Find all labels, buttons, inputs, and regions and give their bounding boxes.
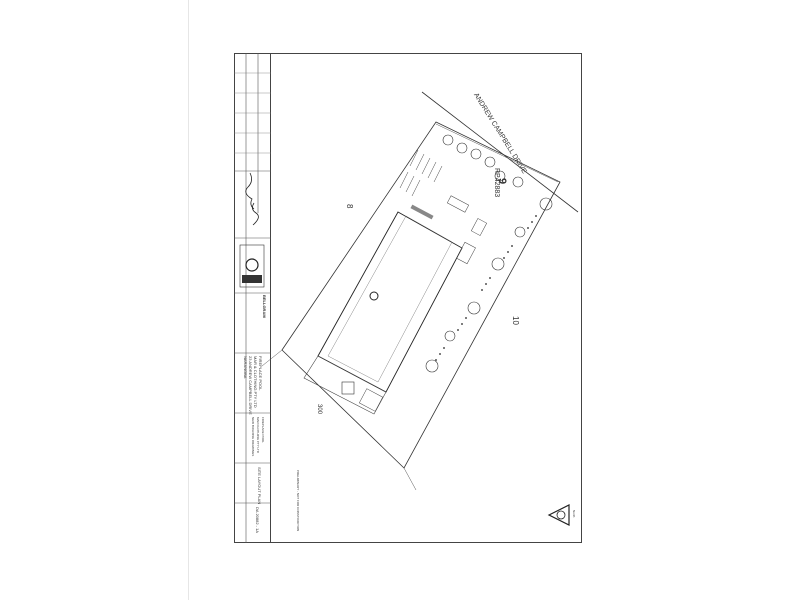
building-office [303, 355, 387, 415]
building-inner-line [327, 215, 453, 383]
parking-bays [399, 149, 443, 197]
page-edge [188, 0, 189, 600]
road-edge-line [421, 91, 579, 213]
frontage-trees [442, 134, 524, 188]
roller-door [410, 204, 434, 220]
tank [470, 218, 488, 236]
company-logo [239, 244, 265, 288]
plan-reference: RP42883 [493, 168, 500, 198]
rear-shed [358, 388, 384, 412]
road-kerb-line [435, 123, 559, 183]
title-block: BELLGRAM FIREPLACE POOL MAR & CLOTHING P… [234, 53, 271, 543]
title-block-grid [234, 53, 271, 543]
bin-enclosure [446, 195, 470, 213]
north-arrow-icon [547, 504, 570, 526]
stair-block [341, 381, 355, 395]
boundary-dimension: 300 [316, 404, 322, 415]
north-label: North [572, 510, 576, 518]
lot-right-label: 10 [511, 316, 520, 325]
lot-boundary [281, 121, 561, 469]
boundary-trees [425, 197, 553, 373]
lot-left-label: 8 [345, 204, 354, 209]
pump-room [456, 241, 476, 265]
hedge-dots [435, 215, 537, 361]
status-note: PRELIMINARY - NOT FOR CONSTRUCTION [296, 470, 300, 532]
building-logo-icon [369, 291, 379, 301]
building-footprint [317, 211, 463, 393]
